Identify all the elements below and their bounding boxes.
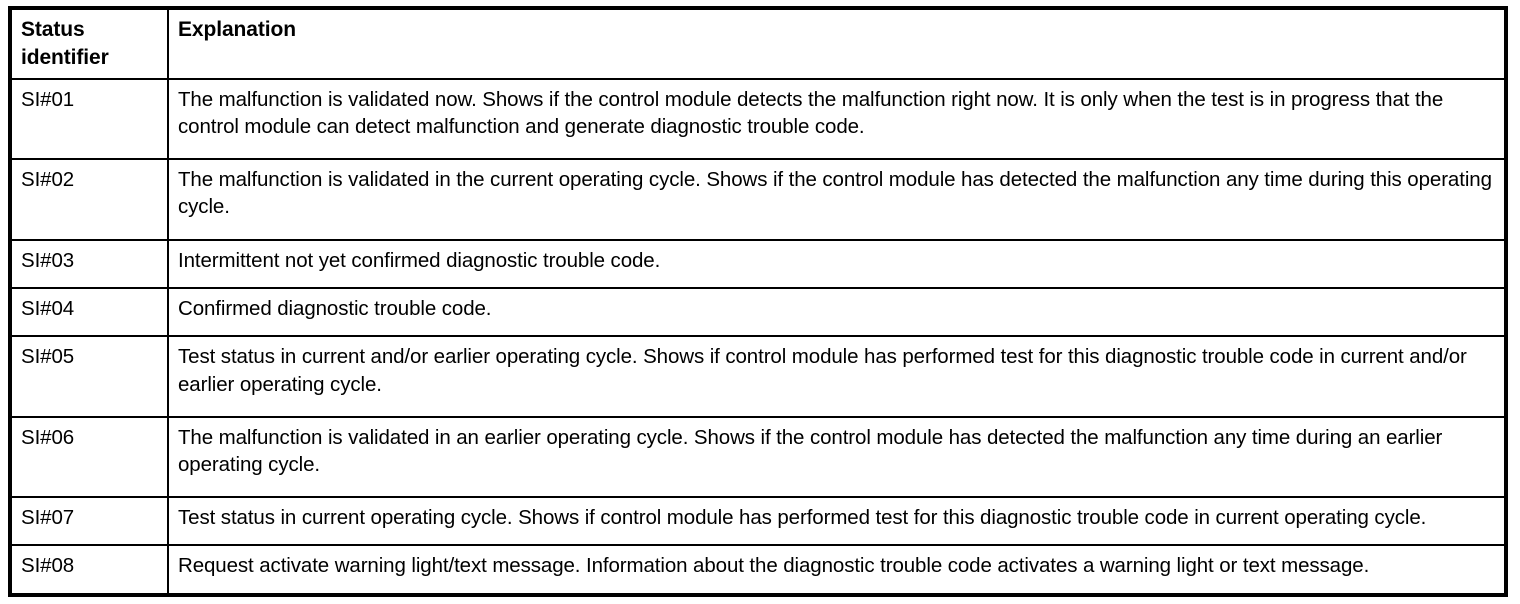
cell-explanation: The malfunction is validated now. Shows … <box>167 77 1506 161</box>
table-row: SI#07 Test status in current operating c… <box>10 495 1506 547</box>
cell-explanation: The malfunction is validated in an earli… <box>167 415 1506 498</box>
cell-explanation: Test status in current and/or earlier op… <box>167 335 1506 418</box>
cell-explanation: The malfunction is validated in the curr… <box>167 158 1506 241</box>
table-row: SI#02 The malfunction is validated in th… <box>10 158 1506 241</box>
table-row: SI#05 Test status in current and/or earl… <box>10 335 1506 418</box>
cell-status-identifier: SI#06 <box>10 415 169 498</box>
cell-explanation: Confirmed diagnostic trouble code. <box>167 286 1506 338</box>
table-header: Status identifier Explanation <box>10 8 1506 80</box>
column-header-status-identifier: Status identifier <box>10 8 169 80</box>
table-row: SI#06 The malfunction is validated in an… <box>10 415 1506 498</box>
cell-explanation: Request activate warning light/text mess… <box>167 544 1506 595</box>
cell-explanation: Intermittent not yet confirmed diagnosti… <box>167 238 1506 289</box>
cell-status-identifier: SI#07 <box>10 495 169 547</box>
column-header-explanation: Explanation <box>167 8 1506 80</box>
cell-status-identifier: SI#02 <box>10 158 169 241</box>
table-row: SI#04 Confirmed diagnostic trouble code. <box>10 286 1506 338</box>
table-body: SI#01 The malfunction is validated now. … <box>10 77 1506 595</box>
cell-status-identifier: SI#05 <box>10 335 169 418</box>
cell-status-identifier: SI#03 <box>10 238 169 289</box>
cell-status-identifier: SI#04 <box>10 286 169 338</box>
table-row: SI#01 The malfunction is validated now. … <box>10 77 1506 161</box>
cell-status-identifier: SI#01 <box>10 77 169 161</box>
cell-status-identifier: SI#08 <box>10 544 169 595</box>
cell-explanation: Test status in current operating cycle. … <box>167 495 1506 547</box>
column-header-status-identifier-line-2: identifier <box>21 45 109 69</box>
table-row: SI#08 Request activate warning light/tex… <box>10 544 1506 595</box>
table-header-row: Status identifier Explanation <box>10 8 1506 80</box>
column-header-explanation-line-1: Explanation <box>178 18 296 41</box>
status-identifier-table: Status identifier Explanation SI#01 The … <box>8 6 1508 597</box>
status-identifier-table-container: Status identifier Explanation SI#01 The … <box>8 6 1508 597</box>
table-row: SI#03 Intermittent not yet confirmed dia… <box>10 238 1506 289</box>
column-header-status-identifier-line-1: Status <box>21 18 85 41</box>
